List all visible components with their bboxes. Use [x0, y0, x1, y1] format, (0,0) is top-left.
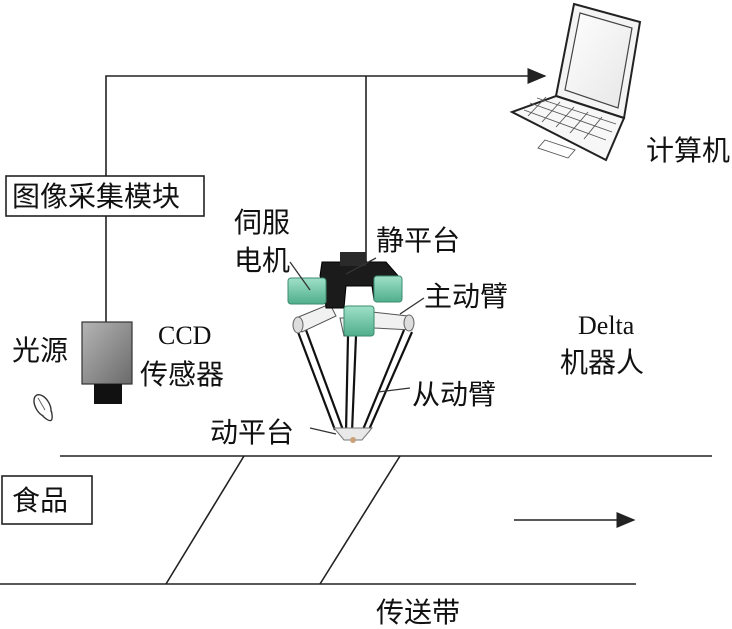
- computer-label: 计算机: [646, 134, 730, 167]
- delta-label-line2: 机器人: [560, 346, 644, 379]
- passive-arm-leader: [377, 387, 411, 393]
- moving-platform-label: 动平台: [210, 416, 294, 449]
- moving-platform-leader: [309, 427, 337, 435]
- ccd-camera-icon: [81, 321, 133, 404]
- servo-label-line2: 电机: [234, 244, 290, 277]
- light-bulb-icon: [33, 394, 53, 422]
- servo-leader: [289, 261, 311, 291]
- static-platform-leader: [345, 257, 377, 275]
- food-label: 食品: [12, 484, 68, 517]
- connection-lines: [105, 68, 547, 322]
- food-box: [1, 475, 93, 525]
- conveyor-label: 传送带: [376, 596, 460, 629]
- laptop-icon: [509, 2, 642, 162]
- wire-module-to-computer: [105, 68, 547, 176]
- passive-arm-label: 从动臂: [412, 378, 496, 411]
- delta-robot-icon: [287, 252, 415, 443]
- active-arm-label: 主动臂: [424, 280, 508, 313]
- image-module-label: 图像采集模块: [12, 180, 180, 213]
- servo-label-line1: 伺服: [234, 206, 290, 239]
- light-source-label: 光源: [12, 334, 68, 367]
- delta-label-line1: Delta: [578, 311, 635, 340]
- conveyor-belt: [0, 455, 712, 585]
- ccd-label-line2: 传感器: [140, 358, 224, 391]
- image-module-box: [5, 175, 205, 217]
- ccd-label-line1: CCD: [158, 321, 211, 350]
- static-platform-label: 静平台: [376, 224, 460, 257]
- active-arm-leader: [399, 297, 425, 315]
